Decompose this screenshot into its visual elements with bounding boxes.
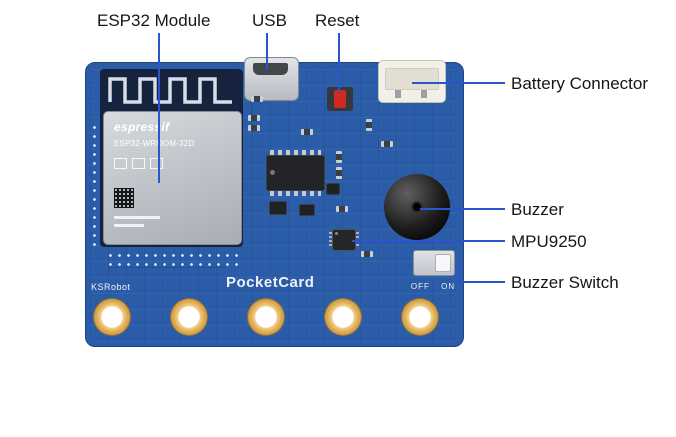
chip-pin1-marker (335, 232, 338, 235)
battery-pin (395, 90, 401, 98)
edge-pad-hole (402, 299, 438, 335)
smd-component (336, 167, 342, 179)
battery-connector-slot (385, 68, 439, 90)
switch-knob (435, 254, 451, 272)
edge-pad-hole (94, 299, 130, 335)
callout-mpu9250: MPU9250 (511, 232, 587, 251)
buzzer-hole (413, 203, 421, 211)
battery-connector (378, 60, 446, 103)
smd-component (381, 141, 393, 147)
callout-reset: Reset (315, 11, 360, 30)
pcb-board: espressif ESP32-WROOM-32D (85, 57, 464, 347)
chip-pins (329, 232, 332, 248)
label-bar (114, 224, 144, 227)
certification-marks (114, 158, 163, 169)
label-bar (114, 216, 160, 219)
callout-usb: USB (252, 11, 287, 30)
smd-ic (326, 183, 340, 195)
antenna-pattern (104, 72, 239, 108)
cert-mark (114, 158, 127, 169)
smd-component (336, 151, 342, 163)
callout-esp32-module: ESP32 Module (97, 11, 211, 30)
esp32-module: espressif ESP32-WROOM-32D (100, 69, 243, 247)
via-pads (90, 123, 99, 249)
usb-opening (253, 63, 288, 75)
via-pads (106, 251, 239, 269)
battery-pin (421, 90, 427, 98)
chip-pins (356, 232, 359, 248)
qr-code (114, 188, 134, 208)
buzzer (384, 174, 450, 240)
board-product-name: PocketCard (226, 274, 315, 291)
cert-mark (132, 158, 145, 169)
board-brand-text: KSRobot (91, 282, 131, 292)
callout-buzzer: Buzzer (511, 200, 564, 219)
reset-button-actuator (334, 90, 346, 108)
ic-pin1-marker (270, 170, 275, 175)
smd-component (248, 125, 260, 131)
usb-connector (244, 57, 299, 101)
edge-pad-hole (325, 299, 361, 335)
callout-battery-connector: Battery Connector (511, 74, 649, 93)
edge-pad-hole (248, 299, 284, 335)
edge-pad-hole (171, 299, 207, 335)
buzzer-switch (413, 250, 455, 276)
smd-component (361, 251, 373, 257)
smd-component (336, 206, 348, 212)
smd-component (366, 119, 372, 131)
smd-ic (269, 201, 287, 215)
ic-pins (270, 150, 321, 155)
module-vendor-text: espressif (114, 120, 170, 134)
smd-component (251, 96, 263, 102)
ic-pins (270, 191, 321, 196)
smd-component (248, 115, 260, 121)
cert-mark (150, 158, 163, 169)
mpu9250-chip (329, 229, 359, 251)
ic-chip (266, 150, 325, 196)
callout-buzzer-switch: Buzzer Switch (511, 273, 619, 292)
switch-markings: OFF ON (410, 282, 456, 291)
smd-ic (299, 204, 315, 216)
reset-button (327, 87, 353, 111)
module-model-text: ESP32-WROOM-32D (114, 139, 195, 148)
esp32-shield: espressif ESP32-WROOM-32D (103, 111, 242, 245)
buzzer-switch-leader-line (457, 262, 505, 283)
smd-component (301, 129, 313, 135)
